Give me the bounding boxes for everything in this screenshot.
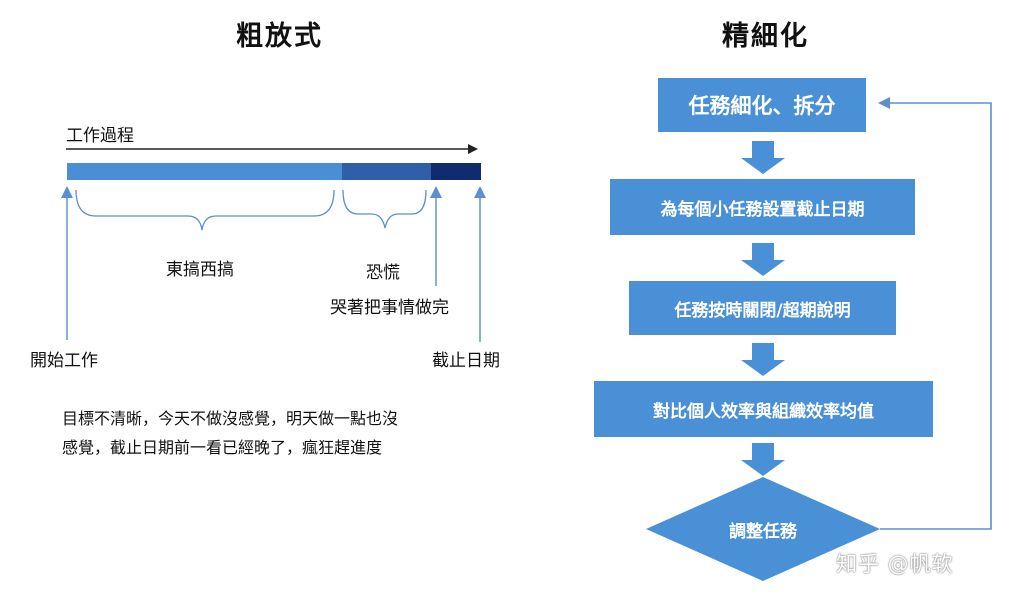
start-label: 開始工作	[30, 351, 98, 371]
decision-diamond	[646, 477, 880, 581]
down-arrow-3	[741, 343, 785, 376]
phase-mess-label: 東搞西搞	[166, 260, 234, 280]
down-arrow-4	[741, 443, 785, 476]
step-box-1: 任務細化、拆分	[658, 78, 866, 132]
step-label-4: 對比個人效率與組織效率均值	[653, 401, 874, 422]
decision-label: 調整任務	[729, 522, 797, 542]
step-label-3: 任務按時關閉/超期說明	[674, 300, 851, 321]
description: 目標不清晰，今天不做沒感覺，明天做一點也沒 感覺，截止日期前一看已經晚了，瘋狂趕…	[62, 404, 398, 462]
phase-rush-label: 哭著把事情做完	[330, 298, 449, 318]
step-label-2: 為每個小任務設置截止日期	[660, 199, 865, 220]
bar-rush-segment	[431, 163, 481, 180]
bar-panic-segment	[342, 163, 431, 180]
deadline-label: 截止日期	[432, 351, 500, 371]
bar-mess-segment	[67, 163, 342, 180]
left-title: 粗放式	[236, 21, 323, 52]
step-box-4: 對比個人效率與組織效率均值	[594, 381, 933, 437]
description-line-2: 感覺，截止日期前一看已經晚了，瘋狂趕進度	[62, 438, 383, 457]
brace-panic	[342, 189, 427, 229]
description-line-1: 目標不清晰，今天不做沒感覺，明天做一點也沒	[62, 409, 399, 428]
brace-mess	[75, 189, 335, 231]
right-title: 精細化	[722, 21, 809, 52]
phase-panic-label: 恐慌	[366, 263, 400, 283]
down-arrow-1	[741, 141, 785, 174]
loop-line	[878, 97, 992, 530]
step-box-3: 任務按時關閉/超期說明	[629, 281, 896, 335]
down-arrow-2	[741, 243, 785, 276]
step-label-1: 任務細化、拆分	[688, 94, 836, 118]
process-label: 工作過程	[66, 126, 134, 146]
step-box-2: 為每個小任務設置截止日期	[610, 179, 915, 235]
watermark: 知乎 @帆软	[836, 552, 954, 576]
